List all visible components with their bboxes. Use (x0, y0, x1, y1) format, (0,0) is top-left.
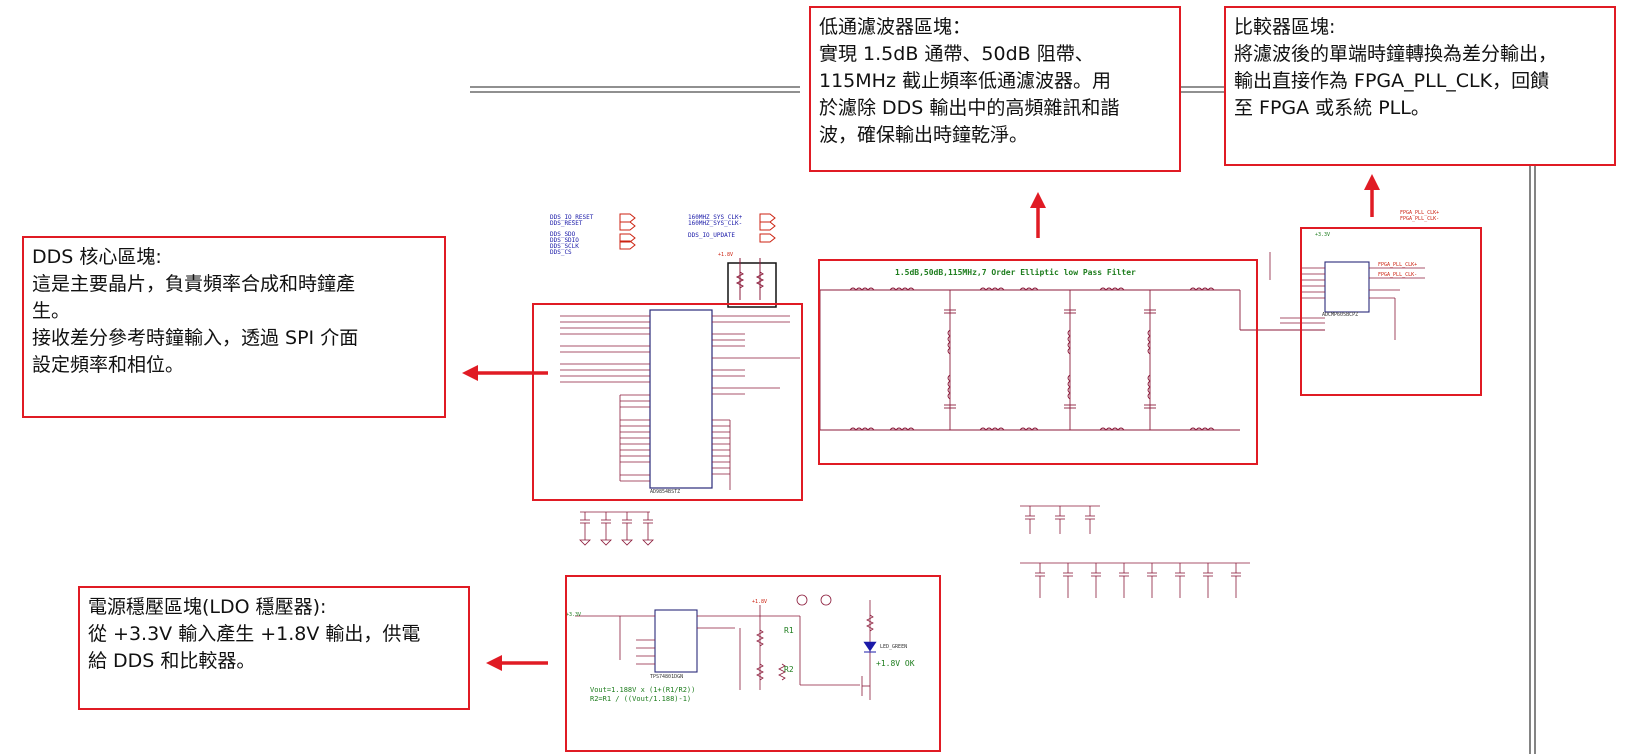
extra-decoupling-caps (1020, 505, 1250, 598)
callout-arrows (462, 174, 1380, 671)
lpf-block-highlight (818, 259, 1258, 465)
svg-text:LED_GREEN: LED_GREEN (880, 644, 907, 650)
svg-text:1.5dB,50dB,115MHz,7 Order Elli: 1.5dB,50dB,115MHz,7 Order Elliptic low P… (895, 267, 1136, 277)
offpage-connectors (619, 213, 776, 250)
lpf-callout-title: 低通濾波器區塊： (819, 16, 972, 38)
ldo-callout: 電源穩壓區塊(LDO 穩壓器): 從 +3.3V 輸入產生 +1.8V 輸出，供… (78, 586, 470, 710)
lpf-callout: 低通濾波器區塊： 實現 1.5dB 通帶、50dB 阻帶、 115MHz 截止頻… (809, 6, 1181, 172)
svg-text:DDS_RESET: DDS_RESET (550, 220, 583, 227)
dds-callout: DDS 核心區塊: 這是主要晶片，負責頻率合成和時鐘產 生。 接收差分參考時鐘輸… (22, 236, 446, 418)
svg-text:DDS_SDIO: DDS_SDIO (550, 237, 579, 244)
svg-text:DDS_IO_RESET: DDS_IO_RESET (550, 214, 594, 221)
svg-text:R2=R1 / ((Vout/1.188)-1): R2=R1 / ((Vout/1.188)-1) (590, 695, 691, 703)
ldo-schematic: TPS74801DGN Vout=1.188V x (1+(R1/R2)) R (566, 594, 915, 703)
dds-block-highlight (532, 303, 803, 501)
sheet-border (1529, 150, 1536, 754)
ldo-callout-body: 從 +3.3V 輸入產生 +1.8V 輸出，供電 給 DDS 和比較器。 (88, 623, 421, 672)
svg-text:+1.8V: +1.8V (718, 252, 733, 258)
svg-text:DDS_SCLK: DDS_SCLK (550, 243, 579, 250)
svg-text:160MHZ_SYS_CLK+: 160MHZ_SYS_CLK+ (688, 214, 743, 221)
svg-text:R1: R1 (784, 626, 794, 635)
comparator-callout-title: 比較器區塊: (1234, 16, 1336, 38)
dds-chip-symbol: AD9854BSTZ (560, 309, 800, 495)
dds-callout-title: DDS 核心區塊: (32, 246, 162, 268)
lpf-callout-body: 實現 1.5dB 通帶、50dB 阻帶、 115MHz 截止頻率低通濾波器。用 … (819, 43, 1120, 146)
lpf-schematic: 1.5dB,50dB,115MHz,7 Order Elliptic low P… (819, 267, 1325, 431)
svg-text:+3.3V: +3.3V (1315, 232, 1330, 238)
comparator-block-highlight (1300, 227, 1482, 396)
svg-text:TPS74801DGN: TPS74801DGN (650, 674, 683, 680)
svg-text:FPGA_PLL_CLK-: FPGA_PLL_CLK- (1378, 272, 1417, 278)
svg-text:FPGA_PLL_CLK-: FPGA_PLL_CLK- (1400, 216, 1439, 222)
svg-text:+3.3V: +3.3V (566, 612, 581, 618)
comparator-callout-body: 將濾波後的單端時鐘轉換為差分輸出， 輸出直接作為 FPGA_PLL_CLK，回饋… (1234, 43, 1558, 119)
svg-text:Vout=1.188V x (1+(R1/R2)): Vout=1.188V x (1+(R1/R2)) (590, 686, 695, 694)
dds-net-labels: DDS_IO_RESET DDS_RESET DDS_SDO DDS_SDIO … (550, 214, 743, 256)
comparator-schematic: ADCMP605BCPZ FPGA_PLL_CLK+ FPGA_PLL_CLK-… (1269, 210, 1439, 340)
svg-text:DDS_IO_UPDATE: DDS_IO_UPDATE (688, 232, 735, 239)
svg-text:DDS_SDO: DDS_SDO (550, 231, 576, 238)
pullup-resistors: +1.8V (718, 252, 777, 308)
svg-text:FPGA_PLL_CLK+: FPGA_PLL_CLK+ (1400, 210, 1439, 216)
dds-decoupling-caps (579, 511, 654, 546)
svg-text:+1.8V: +1.8V (752, 599, 767, 605)
comparator-callout: 比較器區塊: 將濾波後的單端時鐘轉換為差分輸出， 輸出直接作為 FPGA_PLL… (1224, 6, 1616, 166)
ldo-callout-title: 電源穩壓區塊(LDO 穩壓器): (88, 596, 327, 618)
svg-text:+1.8V OK: +1.8V OK (876, 659, 915, 668)
svg-text:160MHZ_SYS_CLK-: 160MHZ_SYS_CLK- (688, 220, 742, 227)
ldo-block-highlight (565, 575, 941, 752)
dds-callout-body: 這是主要晶片，負責頻率合成和時鐘產 生。 接收差分參考時鐘輸入，透過 SPI 介… (32, 273, 359, 376)
svg-text:DDS_CS: DDS_CS (550, 249, 572, 256)
svg-text:R2: R2 (784, 665, 794, 674)
svg-text:ADCMP605BCPZ: ADCMP605BCPZ (1322, 312, 1358, 318)
svg-text:AD9854BSTZ: AD9854BSTZ (650, 489, 680, 495)
svg-text:FPGA_PLL_CLK+: FPGA_PLL_CLK+ (1378, 262, 1417, 268)
